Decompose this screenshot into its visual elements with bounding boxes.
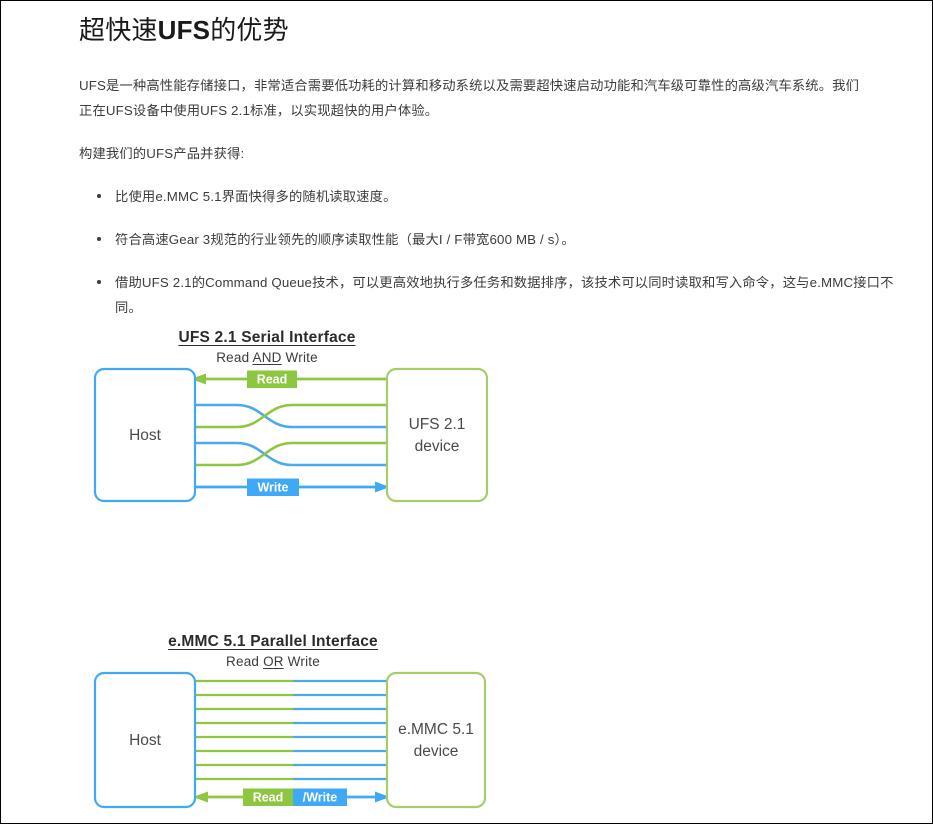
list-item: 符合高速Gear 3规范的行业领先的顺序读取性能（最大I / F带宽600 MB…	[97, 227, 897, 252]
lane-group	[195, 679, 387, 781]
figure-subtitle: Read AND Write	[79, 350, 455, 365]
read-arrow-head	[191, 373, 206, 385]
list-item: 比使用e.MMC 5.1界面快得多的随机读取速度。	[97, 184, 897, 209]
document-page: 超快速UFS的优势 UFS是一种高性能存储接口，非常适合需要低功耗的计算和移动系…	[1, 13, 932, 835]
diagram-ufs: Read Write Host UFS 2.1	[87, 365, 507, 520]
figure-ufs-serial-interface: UFS 2.1 Serial Interface Read AND Write	[79, 329, 499, 520]
read-arrow-head	[193, 791, 208, 803]
device-box-label-line1: UFS 2.1	[409, 416, 466, 433]
figure-subtitle-after: Write	[283, 654, 320, 669]
host-box-group: Host	[93, 671, 197, 809]
host-box-label: Host	[129, 427, 162, 444]
read-badge-label: Read	[253, 791, 284, 805]
lane-blue-1	[193, 403, 389, 429]
page-title: 超快速UFS的优势	[79, 13, 932, 47]
read-write-arrow-group: Read /Write	[193, 788, 390, 806]
figure-subtitle-after: Write	[281, 350, 318, 365]
benefits-list: 比使用e.MMC 5.1界面快得多的随机读取速度。 符合高速Gear 3规范的行…	[79, 184, 897, 320]
device-box-group: e.MMC 5.1 device	[385, 671, 487, 809]
write-badge-bg	[247, 478, 299, 496]
figure-subtitle-underlined: OR	[263, 654, 284, 669]
list-item: 借助UFS 2.1的Command Queue技术，可以更高效地执行多任务和数据…	[97, 270, 897, 320]
lane-green-2	[193, 441, 389, 467]
read-badge-bg	[243, 788, 293, 806]
device-box	[385, 367, 489, 503]
figure-subtitle: Read OR Write	[79, 654, 467, 669]
lane-group	[193, 403, 389, 467]
diagram-ufs-svg: Read Write Host UFS 2.1	[93, 367, 489, 503]
write-arrow-head	[375, 481, 390, 493]
read-badge-bg	[247, 370, 297, 388]
figure-emmc-parallel-interface: e.MMC 5.1 Parallel Interface Read OR Wri…	[79, 633, 499, 821]
read-arrow-group: Read	[191, 370, 387, 388]
device-box-label-line2: device	[414, 743, 459, 760]
page-title-emphasis: UFS	[157, 15, 211, 45]
figure-subtitle-before: Read	[216, 350, 253, 365]
host-box-label: Host	[129, 732, 162, 749]
host-box	[93, 367, 197, 503]
host-box-group: Host	[93, 367, 197, 503]
write-arrow-group: Write	[195, 478, 390, 496]
write-badge-label: /Write	[303, 791, 338, 805]
device-box-label-line2: device	[415, 438, 460, 455]
write-badge-bg	[293, 788, 347, 806]
figure-subtitle-underlined: AND	[252, 350, 282, 365]
diagram-emmc: Read /Write Host e.MMC 5.1 device	[87, 669, 507, 821]
device-box-label-line1: e.MMC 5.1	[398, 721, 474, 738]
host-box	[93, 671, 197, 809]
page-title-suffix: 的优势	[210, 15, 289, 45]
write-badge-label: Write	[257, 481, 288, 495]
lane-blue-2	[193, 441, 389, 467]
list-lead-in-paragraph: 构建我们的UFS产品并获得:	[79, 146, 245, 161]
figure-title: UFS 2.1 Serial Interface	[178, 329, 356, 346]
figure-subtitle-before: Read	[226, 654, 264, 669]
figure-title: e.MMC 5.1 Parallel Interface	[168, 633, 378, 650]
article-content: 超快速UFS的优势 UFS是一种高性能存储接口，非常适合需要低功耗的计算和移动系…	[1, 13, 932, 320]
device-box	[385, 671, 487, 809]
write-arrow-head	[375, 791, 390, 803]
page-title-prefix: 超快速	[79, 15, 158, 45]
read-badge-label: Read	[257, 373, 288, 387]
diagram-emmc-svg: Read /Write Host e.MMC 5.1 device	[93, 671, 487, 809]
device-box-group: UFS 2.1 device	[385, 367, 489, 503]
lane-green-1	[193, 403, 389, 429]
intro-paragraph: UFS是一种高性能存储接口，非常适合需要低功耗的计算和移动系统以及需要超快速启动…	[79, 78, 860, 118]
